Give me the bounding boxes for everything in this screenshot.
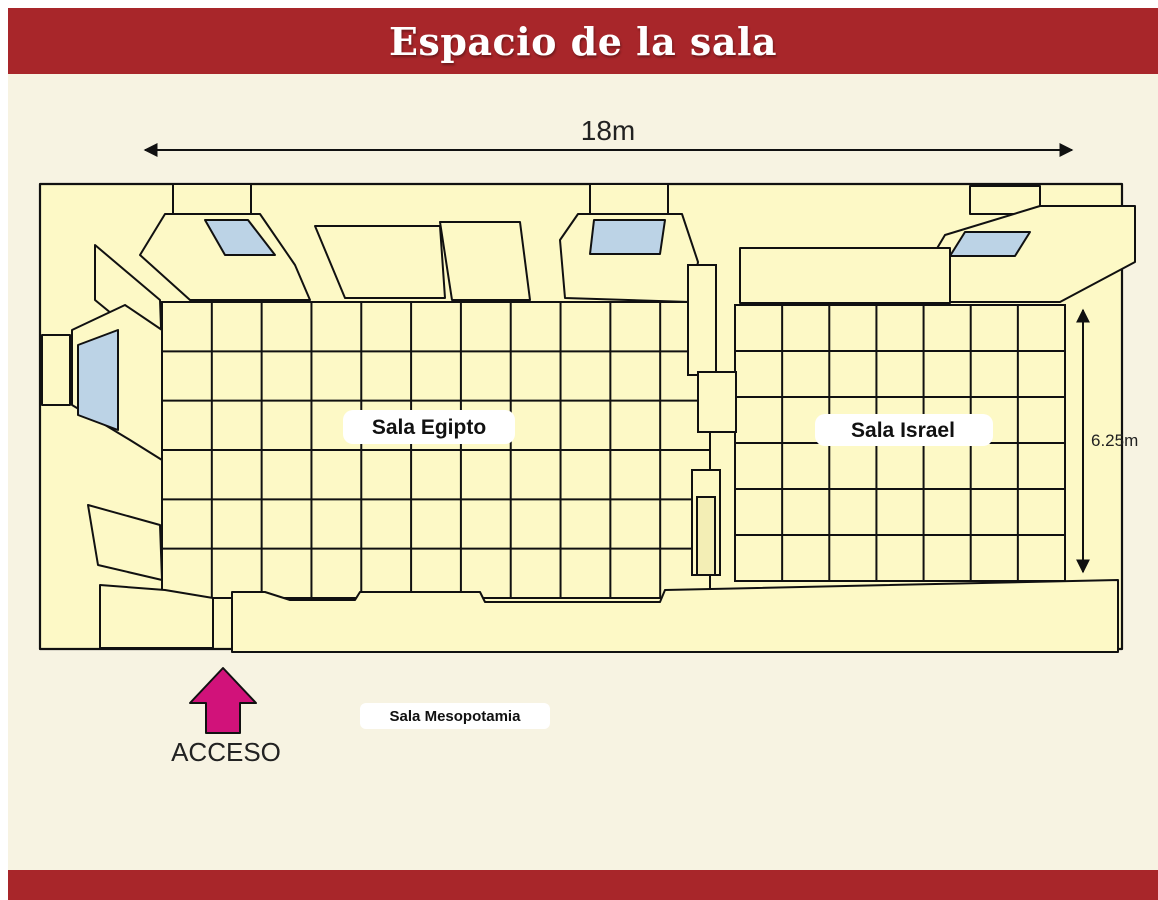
entrance-label: ACCESO (171, 737, 281, 767)
page-title: Espacio de la sala (388, 18, 778, 64)
depth-label: 6.25m (1091, 431, 1138, 450)
label-bg-egipto (343, 410, 515, 444)
label-sala-mesopotamia: Sala Mesopotamia (390, 708, 522, 725)
label-bg-mesopotamia (360, 703, 550, 729)
floor-grid (161, 301, 1066, 599)
bottom-wall (231, 579, 1119, 653)
display-glass (77, 329, 119, 431)
label-sala-israel: Sala Israel (851, 419, 955, 442)
footer-bar (8, 870, 1158, 900)
top-display-cases (139, 183, 1136, 304)
left-display-cases (41, 244, 214, 649)
display-glass (589, 219, 666, 255)
display-glass (204, 219, 276, 256)
entrance-arrow-icon (189, 667, 257, 734)
header-bar: Espacio de la sala (8, 8, 1158, 74)
central-divider (687, 264, 737, 576)
israel-grid-lines (735, 305, 1065, 581)
label-sala-egipto: Sala Egipto (372, 416, 486, 439)
label-bg-israel (815, 414, 993, 446)
width-label: 18m (581, 115, 635, 146)
egipto-grid-lines (162, 302, 710, 598)
display-glass (949, 231, 1031, 257)
